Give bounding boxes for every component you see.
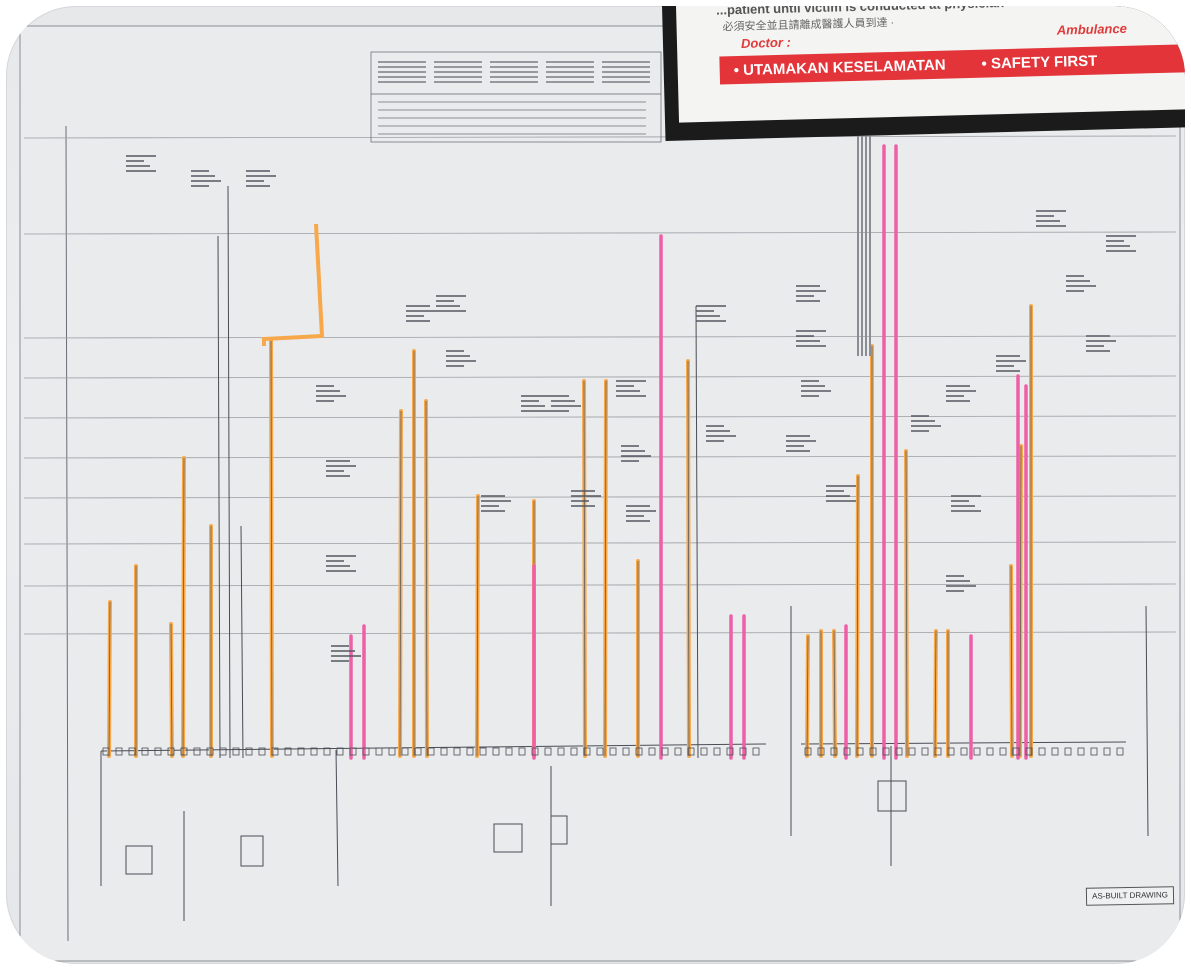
slogan-malay: • UTAMAKAN KESELAMATAN — [733, 56, 946, 79]
sign-slogan-band: • UTAMAKAN KESELAMATAN • SAFETY FIRST — [719, 44, 1185, 85]
sign-doctor-label: Doctor : — [740, 34, 792, 51]
safety-sign-panel: ...patient until victim is conducted at … — [675, 6, 1185, 123]
sign-cjk-text: 必須安全並且請離成醫護人員到達 · — [722, 16, 895, 34]
as-built-stamp: AS-BUILT DRAWING — [1085, 886, 1175, 906]
slogan-english: • SAFETY FIRST — [981, 52, 1098, 73]
drawing-photo: AS-BUILT DRAWING ...patient until victim… — [6, 6, 1185, 964]
diagram-linework — [19, 25, 1181, 962]
sign-ambulance-label: Ambulance — [1056, 20, 1128, 38]
safety-sign: ...patient until victim is conducted at … — [662, 6, 1185, 141]
